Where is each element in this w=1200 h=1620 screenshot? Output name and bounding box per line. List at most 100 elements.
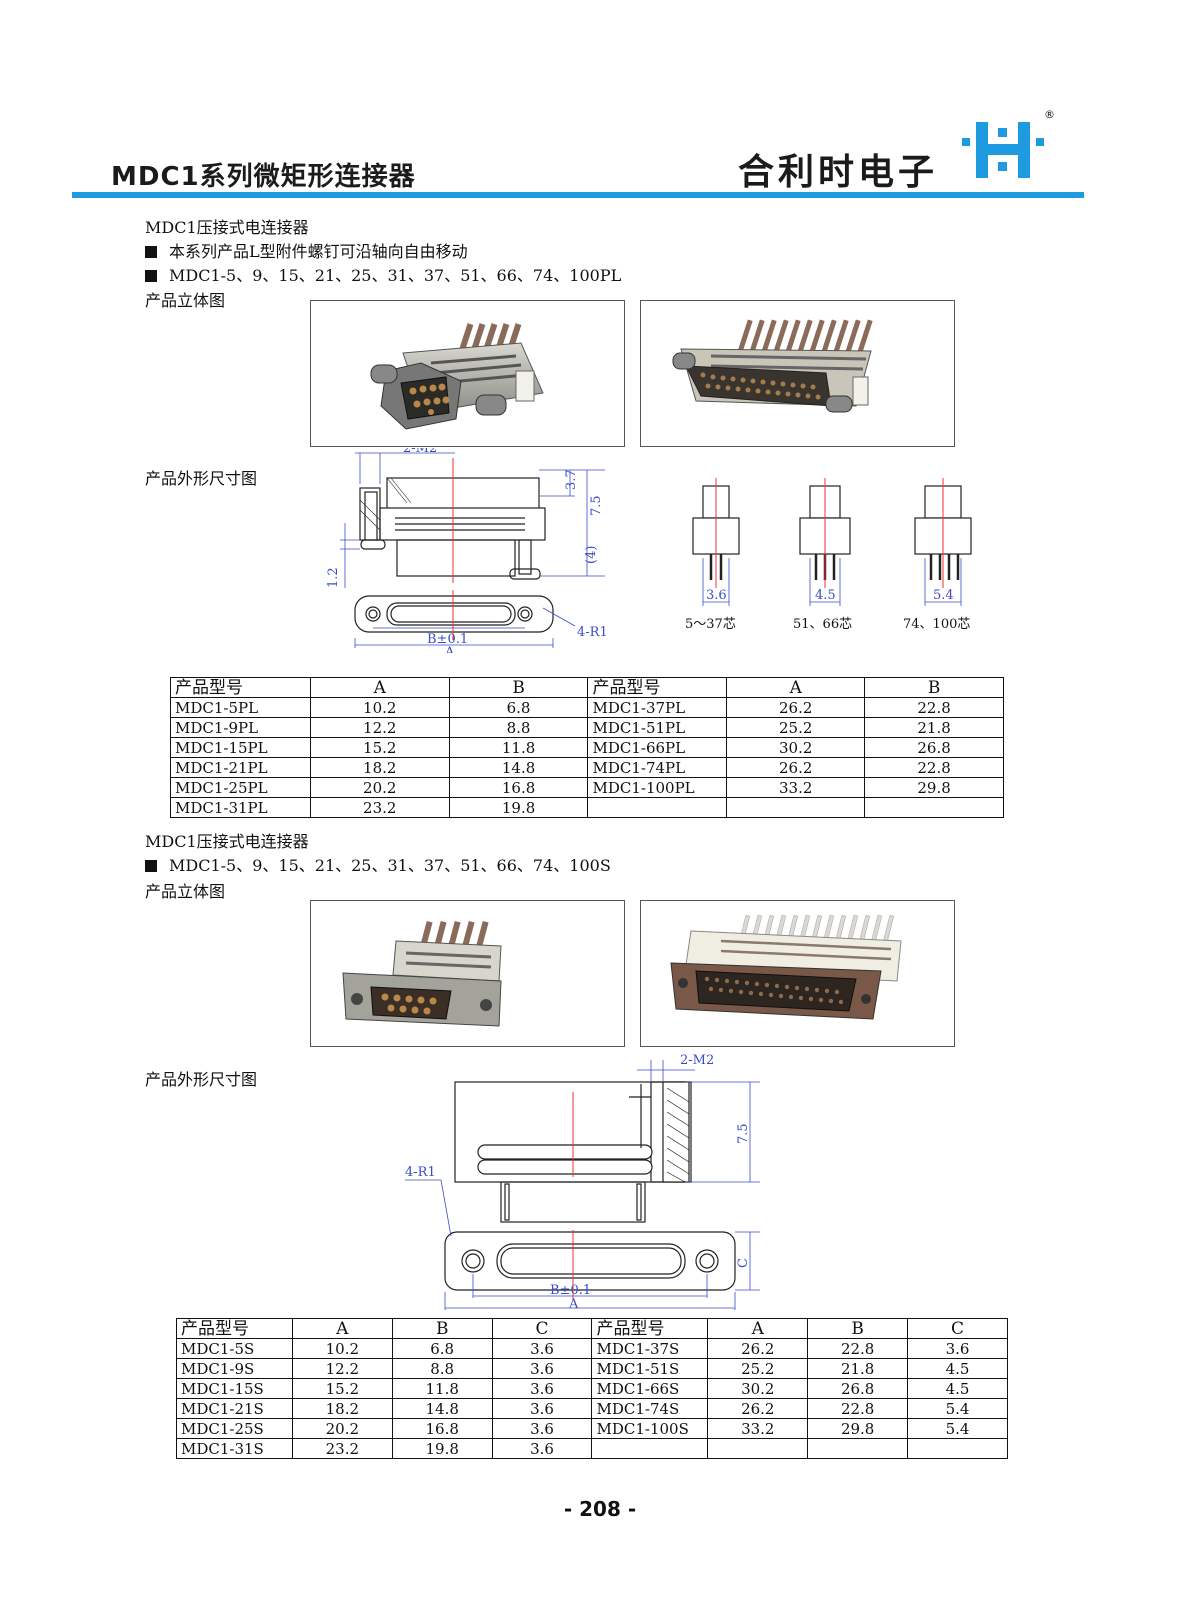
column-header: 产品型号	[170, 677, 311, 698]
table-cell: 19.8	[448, 797, 589, 818]
table-cell: MDC1-51PL	[587, 717, 728, 738]
pin-dim: 4.5	[815, 588, 836, 603]
table-cell: 6.8	[448, 697, 589, 718]
table-cell	[726, 797, 866, 818]
dims-label-pl: 产品外形尺寸图	[145, 469, 258, 488]
table-cell: MDC1-25S	[176, 1418, 293, 1439]
table-cell	[907, 1438, 1008, 1459]
page-number: - 208 -	[563, 1497, 637, 1521]
table-cell: 20.2	[291, 1418, 393, 1439]
dim-label: B±0.1	[427, 632, 468, 647]
table-cell: MDC1-9S	[176, 1358, 293, 1379]
dim-label: 7.5	[589, 495, 604, 516]
table-cell: MDC1-9PL	[170, 717, 311, 738]
dim-label: 4-R1	[577, 625, 608, 640]
column-header: A	[726, 677, 866, 698]
table-cell: 30.2	[726, 737, 866, 758]
dim-label: 3.7	[564, 469, 579, 490]
table-cell: 14.8	[448, 757, 589, 778]
table-cell	[864, 797, 1004, 818]
table-cell: 16.8	[448, 777, 589, 798]
table-cell: 20.2	[309, 777, 450, 798]
dim-label: (4)	[584, 546, 599, 564]
table-cell: 26.2	[707, 1338, 809, 1359]
table-cell: 21.8	[864, 717, 1004, 738]
company-name: 合利时电子	[738, 152, 939, 193]
column-header: 产品型号	[591, 1318, 709, 1339]
dim-label: C	[736, 1258, 751, 1268]
table-cell: 14.8	[391, 1398, 493, 1419]
column-header: C	[491, 1318, 593, 1339]
dim-label: A	[568, 1297, 579, 1312]
dim-label: 2-M2	[680, 1053, 714, 1068]
table-cell: 26.2	[726, 697, 866, 718]
table-cell: 3.6	[491, 1358, 593, 1379]
dim-label: 2-M2	[403, 448, 437, 456]
table-cell: MDC1-37PL	[587, 697, 728, 718]
column-header: B	[448, 677, 589, 698]
bullet-square-icon	[145, 270, 157, 282]
table-cell: 8.8	[391, 1358, 493, 1379]
pin-dim: 5.4	[933, 588, 954, 603]
column-header: 产品型号	[587, 677, 728, 698]
column-header: A	[291, 1318, 393, 1339]
table-cell: 26.2	[707, 1398, 809, 1419]
section-title-pl: MDC1压接式电连接器	[145, 218, 309, 237]
view3d-label: 产品立体图	[145, 291, 226, 310]
table-cell: 10.2	[291, 1338, 393, 1359]
bullet-square-icon	[145, 860, 157, 872]
table-cell: MDC1-100S	[591, 1418, 709, 1439]
table-cell: 22.8	[807, 1338, 909, 1359]
table-cell	[807, 1438, 909, 1459]
bullet-square-icon	[145, 246, 157, 258]
table-cell: MDC1-37S	[591, 1338, 709, 1359]
table-cell: 23.2	[309, 797, 450, 818]
company-logo	[962, 122, 1044, 178]
table-cell: MDC1-5S	[176, 1338, 293, 1359]
column-header: 产品型号	[176, 1318, 293, 1339]
table-cell: MDC1-66S	[591, 1378, 709, 1399]
dimension-drawing-pl: 2-M2 3.7 7.5 (4) 1.2 B±0.1 A 4-R1	[326, 448, 608, 653]
table-cell: 11.8	[448, 737, 589, 758]
product-photo-51pin-pl	[640, 300, 955, 447]
table-cell: 4.5	[907, 1378, 1008, 1399]
table-cell: 33.2	[726, 777, 866, 798]
dims-label-s: 产品外形尺寸图	[145, 1070, 258, 1089]
section-title-s: MDC1压接式电连接器	[145, 832, 309, 851]
table-cell: 21.8	[807, 1358, 909, 1379]
table-cell: MDC1-100PL	[587, 777, 728, 798]
column-header: C	[907, 1318, 1008, 1339]
table-cell: 3.6	[491, 1398, 593, 1419]
table-cell: 26.8	[807, 1378, 909, 1399]
table-cell: 15.2	[291, 1378, 393, 1399]
table-cell	[707, 1438, 809, 1459]
table-cell: MDC1-31S	[176, 1438, 293, 1459]
table-cell: MDC1-15S	[176, 1378, 293, 1399]
table-cell: MDC1-66PL	[587, 737, 728, 758]
column-header: B	[391, 1318, 493, 1339]
table-cell: 11.8	[391, 1378, 493, 1399]
table-cell: 25.2	[726, 717, 866, 738]
column-header: B	[864, 677, 1004, 698]
registered-mark: ®	[1044, 108, 1055, 121]
dim-label: 4-R1	[405, 1165, 436, 1180]
table-cell: MDC1-74PL	[587, 757, 728, 778]
table-cell: 10.2	[309, 697, 450, 718]
table-cell: 33.2	[707, 1418, 809, 1439]
pin-view-label: 5～37芯	[685, 617, 736, 632]
table-cell: 26.8	[864, 737, 1004, 758]
table-cell: 29.8	[807, 1418, 909, 1439]
bullet-item: MDC1-5、9、15、21、25、31、37、51、66、74、100PL	[145, 266, 621, 286]
table-cell: 18.2	[291, 1398, 393, 1419]
table-cell: 6.8	[391, 1338, 493, 1359]
dim-label: A	[444, 645, 455, 653]
table-cell: MDC1-31PL	[170, 797, 311, 818]
